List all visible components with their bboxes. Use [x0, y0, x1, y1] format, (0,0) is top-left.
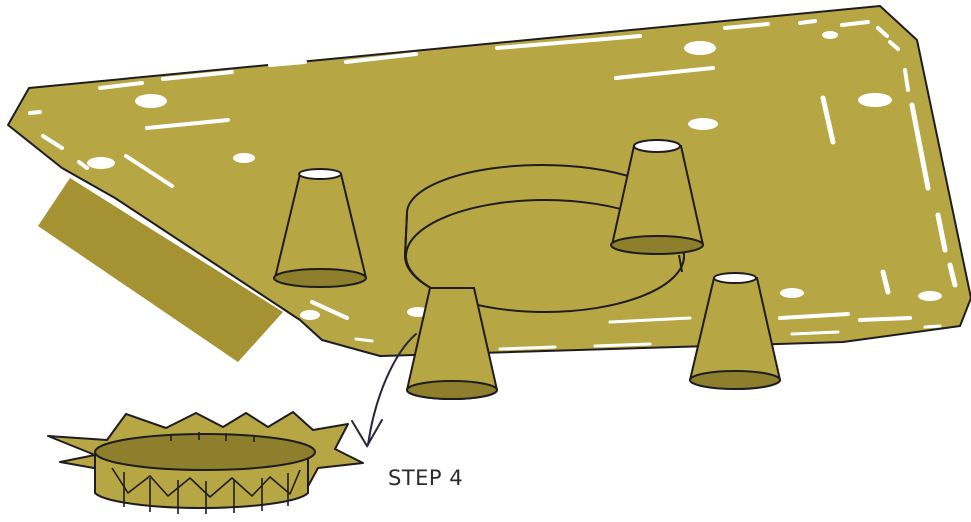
step-label: STEP 4 [388, 466, 463, 490]
crown-part [48, 412, 363, 514]
